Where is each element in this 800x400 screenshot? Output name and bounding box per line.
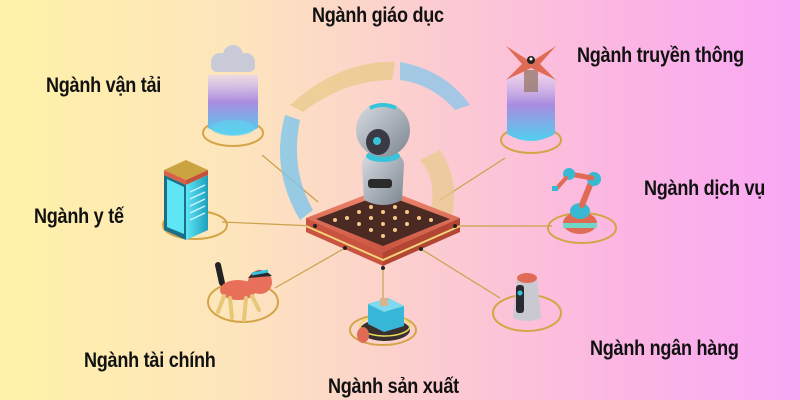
drone-icon	[500, 46, 562, 154]
label-finance: Ngành tài chính	[84, 349, 216, 372]
label-transport: Ngành vận tải	[46, 74, 162, 97]
label-education: Ngành giáo dục	[312, 4, 444, 27]
robot-platform	[305, 188, 461, 270]
education-arc-icon	[280, 61, 470, 220]
server-icon	[162, 160, 228, 240]
delivery-robot-icon	[349, 298, 417, 346]
label-manufacturing: Ngành sản xuất	[328, 375, 459, 398]
robot-icon	[356, 103, 410, 205]
label-health: Ngành y tế	[34, 205, 124, 228]
robot-dog-icon	[207, 262, 279, 323]
smart-speaker-icon	[492, 273, 562, 332]
label-banking: Ngành ngân hàng	[590, 337, 739, 360]
robot-arm-icon	[547, 168, 617, 244]
label-service: Ngành dịch vụ	[644, 177, 766, 200]
connector-lines	[221, 154, 552, 300]
label-communication: Ngành truyền thông	[577, 44, 744, 67]
cloud-icon	[202, 45, 264, 147]
